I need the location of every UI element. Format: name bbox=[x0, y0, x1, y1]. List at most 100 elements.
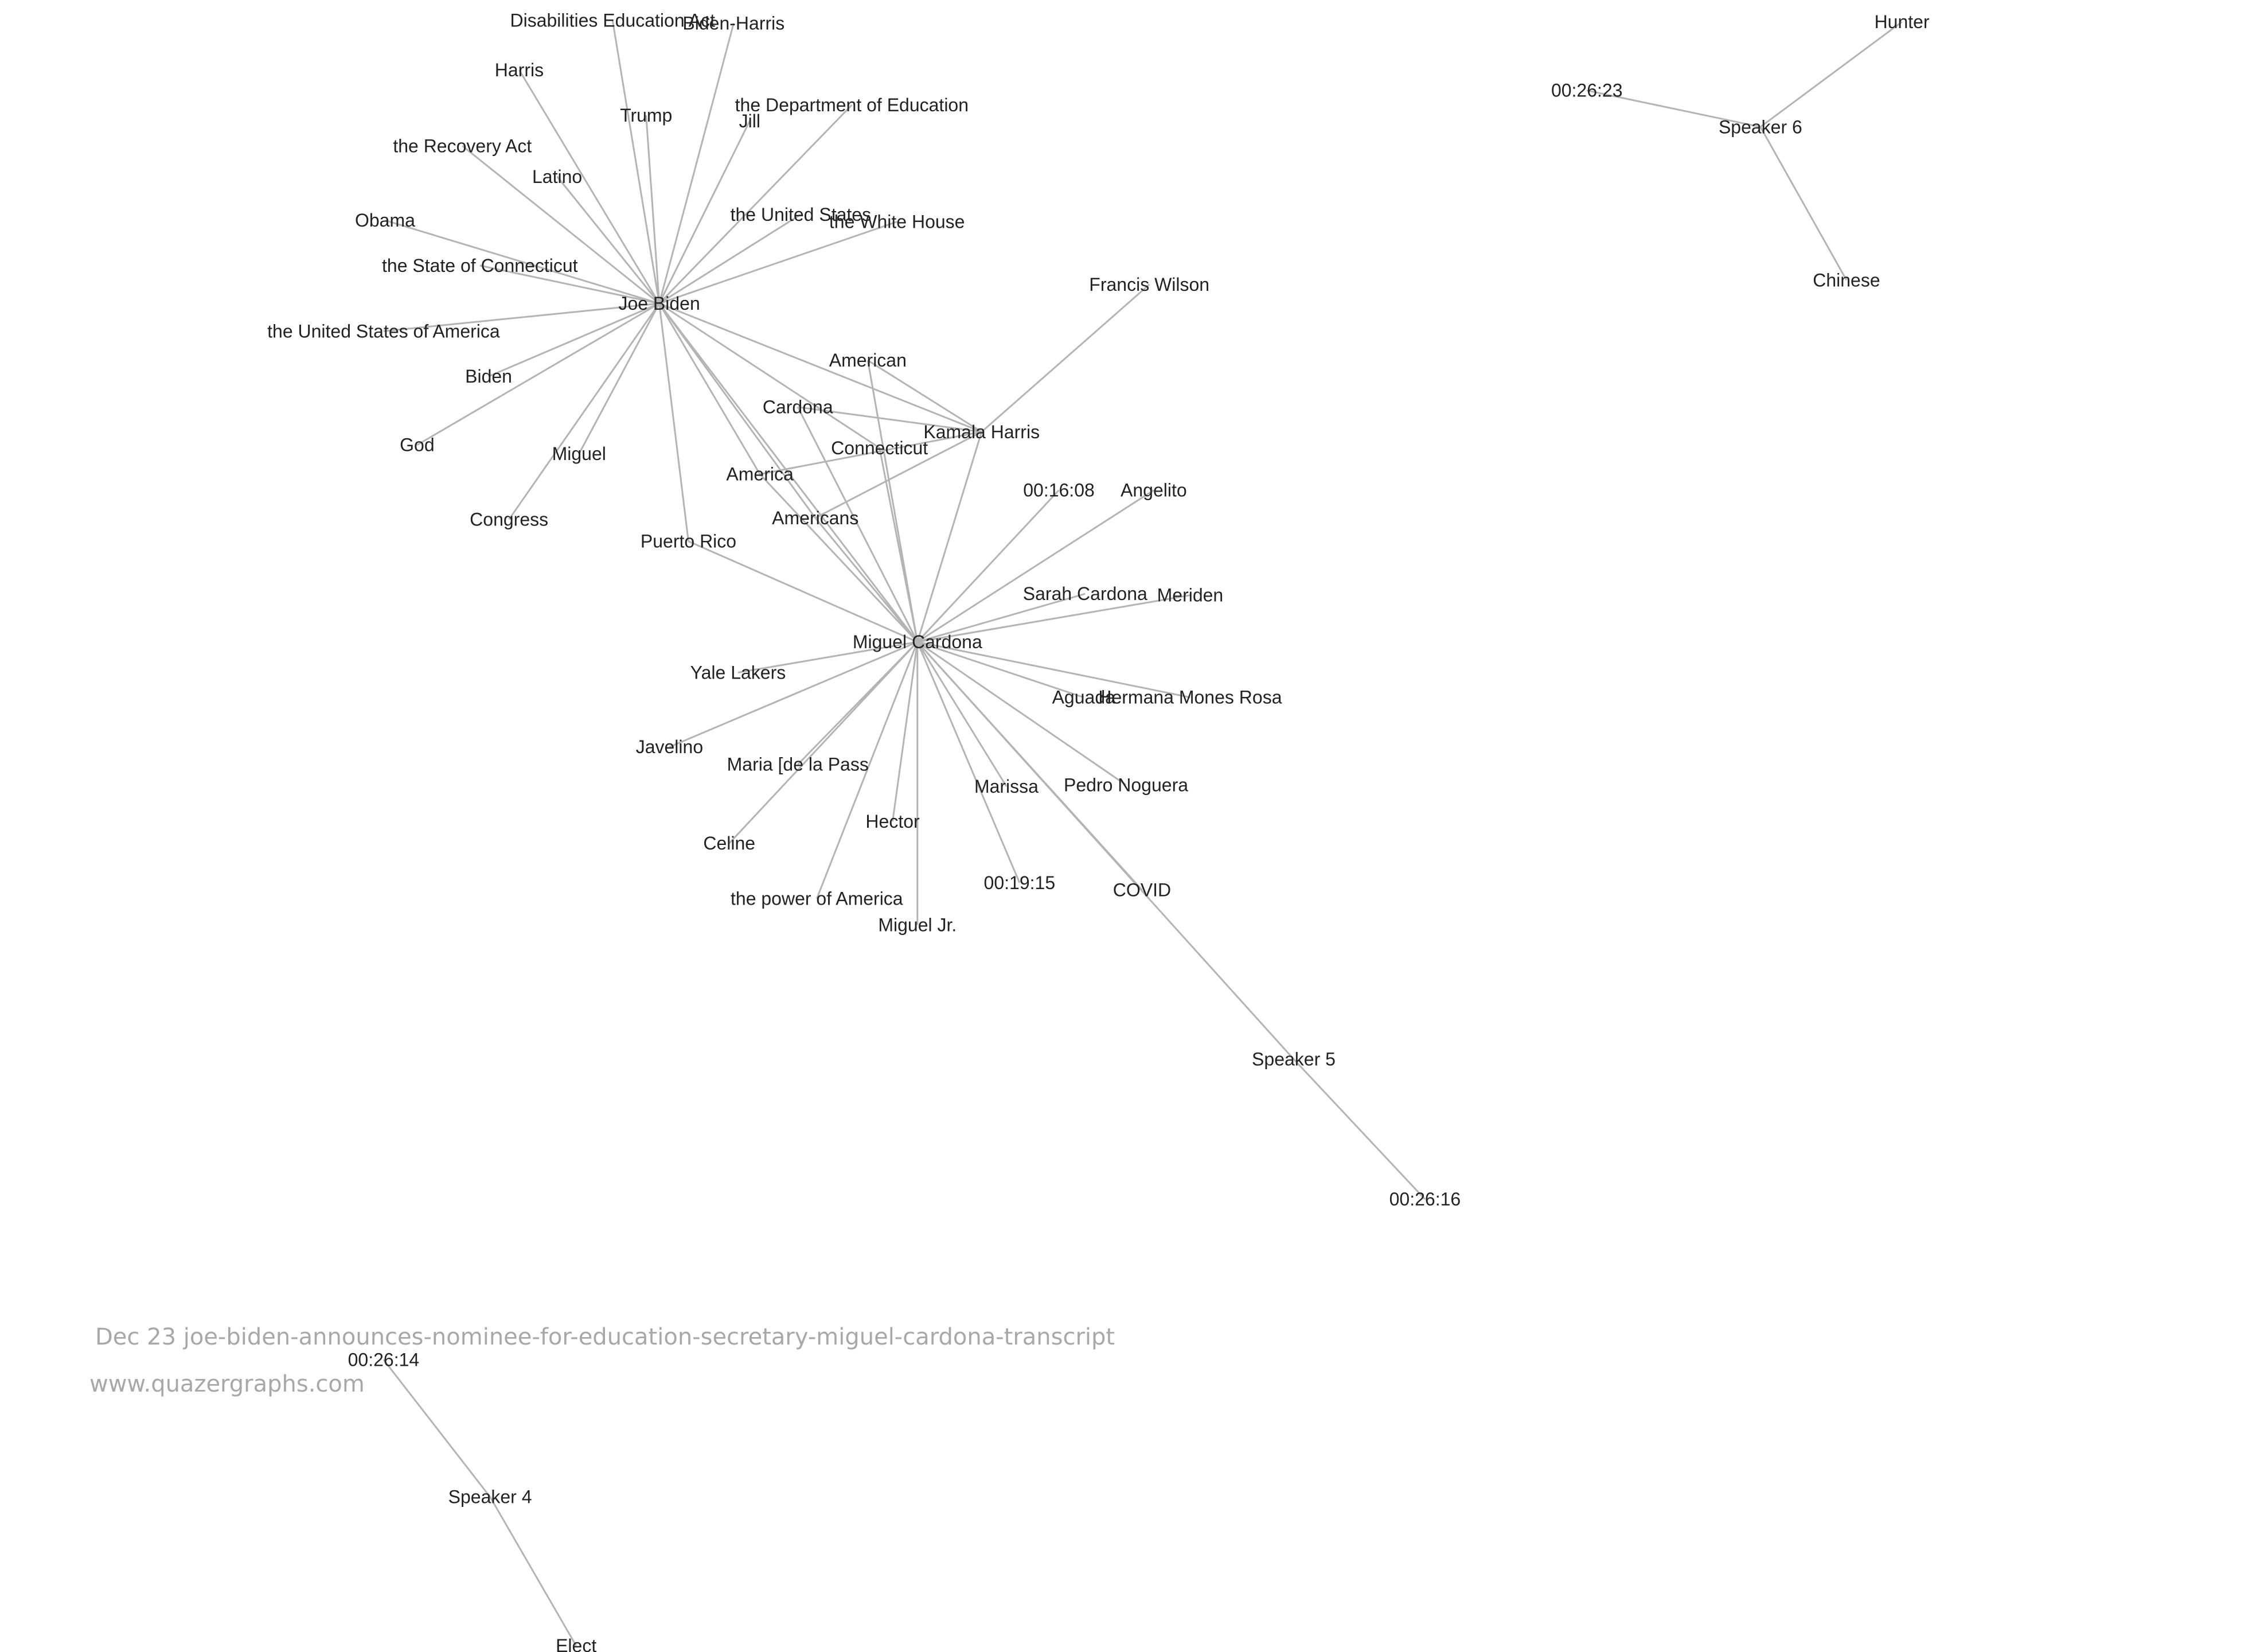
node-label-puerto-rico: Puerto Rico bbox=[641, 531, 736, 552]
node-label-t-002623: 00:26:23 bbox=[1551, 80, 1623, 101]
edge-miguel-cardona-connecticut bbox=[879, 447, 919, 642]
node-label-chinese: Chinese bbox=[1813, 270, 1880, 290]
edge-miguel-cardona-javelino bbox=[669, 641, 918, 748]
node-label-congress: Congress bbox=[470, 509, 548, 529]
node-label-sarah-cardona: Sarah Cardona bbox=[1023, 583, 1147, 604]
edge-miguel-cardona-american bbox=[866, 360, 919, 642]
node-label-harris: Harris bbox=[495, 60, 544, 80]
edge-miguel-cardona-t-001608 bbox=[916, 489, 1060, 643]
edge-miguel-cardona-america bbox=[759, 473, 918, 643]
node-label-hector: Hector bbox=[865, 811, 920, 832]
edge-joe-biden-biden-harris bbox=[658, 23, 735, 304]
edge-kamala-harris-america bbox=[759, 431, 982, 476]
node-label-usa: the United States of America bbox=[267, 321, 500, 341]
edge-joe-biden-miguel bbox=[578, 303, 660, 454]
node-label-aguada: Aguada bbox=[1052, 687, 1116, 708]
node-label-miguel: Miguel bbox=[552, 443, 606, 464]
edge-speaker-4-t-002614 bbox=[382, 1359, 491, 1498]
edge-joe-biden-recovery-act bbox=[462, 145, 660, 305]
edge-miguel-cardona-meriden bbox=[917, 594, 1190, 643]
edge-miguel-cardona-sarah-cardona bbox=[917, 593, 1086, 643]
edge-american-kamala-harris bbox=[867, 359, 982, 433]
node-label-pedro-noguera: Pedro Noguera bbox=[1064, 774, 1188, 795]
node-label-god: God bbox=[400, 435, 434, 455]
edges-layer bbox=[382, 20, 1903, 1646]
edge-miguel-cardona-angelito bbox=[916, 489, 1154, 643]
node-label-biden-harris: Biden-Harris bbox=[682, 13, 784, 34]
node-label-obama: Obama bbox=[355, 210, 415, 231]
edge-joe-biden-connecticut bbox=[658, 302, 880, 449]
edge-joe-biden-disabilities-education-act bbox=[611, 20, 661, 304]
node-label-javelino: Javelino bbox=[636, 737, 703, 757]
node-label-elect: Elect bbox=[556, 1635, 596, 1652]
node-label-jill: Jill bbox=[739, 111, 760, 131]
edge-joe-biden-dept-education bbox=[658, 104, 853, 305]
node-label-white-house: the White House bbox=[829, 212, 965, 232]
edge-miguel-cardona-marissa bbox=[916, 641, 1008, 787]
edge-cardona-kamala-harris bbox=[798, 406, 982, 433]
edge-speaker-6-hunter bbox=[1759, 21, 1903, 128]
node-label-hunter: Hunter bbox=[1875, 11, 1930, 32]
edge-joe-biden-trump bbox=[645, 115, 661, 304]
node-label-disabilities-education-act: Disabilities Education Act bbox=[510, 10, 715, 31]
edge-miguel-cardona-puerto-rico bbox=[688, 540, 918, 643]
edge-miguel-cardona-aguada bbox=[917, 641, 1084, 699]
node-label-francis-wilson: Francis Wilson bbox=[1089, 274, 1209, 295]
edge-miguel-cardona-hector bbox=[892, 641, 919, 822]
edge-miguel-cardona-celine bbox=[728, 641, 918, 844]
node-label-meriden: Meriden bbox=[1157, 585, 1224, 606]
node-label-biden: Biden bbox=[465, 366, 512, 387]
node-label-kamala-harris: Kamala Harris bbox=[923, 422, 1040, 442]
edge-miguel-cardona-speaker-5 bbox=[916, 641, 1295, 1060]
node-label-state-of-connecticut: the State of Connecticut bbox=[382, 255, 578, 276]
edge-joe-biden-biden bbox=[488, 302, 660, 377]
node-label-maria: Maria [de la Pass bbox=[727, 754, 869, 775]
edge-joe-biden-state-of-connecticut bbox=[479, 264, 659, 305]
edge-joe-biden-kamala-harris bbox=[659, 302, 982, 433]
node-label-hermana-mones-rosa: Hermana Mones Rosa bbox=[1098, 687, 1282, 708]
node-label-yale-lakers: Yale Lakers bbox=[690, 663, 786, 683]
edge-joe-biden-congress bbox=[508, 303, 660, 520]
node-label-covid: COVID bbox=[1113, 879, 1171, 900]
source-url-caption: www.quazergraphs.com bbox=[89, 1371, 365, 1397]
node-label-united-states: the United States bbox=[731, 204, 871, 225]
edge-joe-biden-latino bbox=[556, 176, 660, 304]
edge-speaker-6-t-002623 bbox=[1586, 89, 1761, 128]
edge-joe-biden-miguel-cardona bbox=[658, 303, 918, 643]
edge-miguel-cardona-t-001915 bbox=[916, 641, 1021, 883]
node-label-speaker-6: Speaker 6 bbox=[1719, 116, 1802, 137]
edge-joe-biden-usa bbox=[383, 302, 659, 332]
node-label-angelito: Angelito bbox=[1121, 480, 1187, 501]
edge-joe-biden-obama bbox=[385, 219, 660, 305]
edge-joe-biden-america bbox=[658, 303, 761, 475]
graph-title-caption: Dec 23 joe-biden-announces-nominee-for-e… bbox=[95, 1324, 1115, 1350]
node-label-celine: Celine bbox=[703, 833, 755, 854]
edge-miguel-cardona-power-of-america bbox=[815, 641, 919, 899]
edge-miguel-cardona-kamala-harris bbox=[916, 431, 983, 642]
edge-speaker-4-elect bbox=[489, 1496, 577, 1646]
node-label-america: America bbox=[726, 464, 794, 485]
edge-joe-biden-americans bbox=[658, 303, 816, 519]
node-label-cardona: Cardona bbox=[763, 397, 833, 418]
edge-joe-biden-puerto-rico bbox=[658, 303, 689, 541]
edge-miguel-cardona-pedro-noguera bbox=[916, 641, 1127, 786]
node-label-marissa: Marissa bbox=[974, 776, 1039, 797]
node-label-dept-education: the Department of Education bbox=[735, 95, 969, 115]
node-label-miguel-jr: Miguel Jr. bbox=[878, 915, 957, 936]
node-label-recovery-act: the Recovery Act bbox=[393, 135, 532, 156]
node-label-t-001608: 00:16:08 bbox=[1023, 480, 1095, 501]
node-label-joe-biden: Joe Biden bbox=[618, 293, 700, 314]
edge-speaker-6-chinese bbox=[1759, 126, 1848, 281]
node-label-americans: Americans bbox=[772, 508, 858, 528]
node-label-american: American bbox=[829, 350, 907, 371]
edge-kamala-harris-francis-wilson bbox=[981, 283, 1150, 433]
node-label-t-001915: 00:19:15 bbox=[984, 872, 1056, 893]
node-label-t-002616: 00:26:16 bbox=[1389, 1189, 1461, 1210]
node-label-power-of-america: the power of America bbox=[731, 889, 903, 909]
edge-kamala-harris-americans bbox=[815, 431, 982, 519]
edge-joe-biden-harris bbox=[518, 69, 660, 304]
edge-miguel-cardona-cardona bbox=[797, 406, 919, 642]
node-label-speaker-5: Speaker 5 bbox=[1252, 1049, 1336, 1070]
